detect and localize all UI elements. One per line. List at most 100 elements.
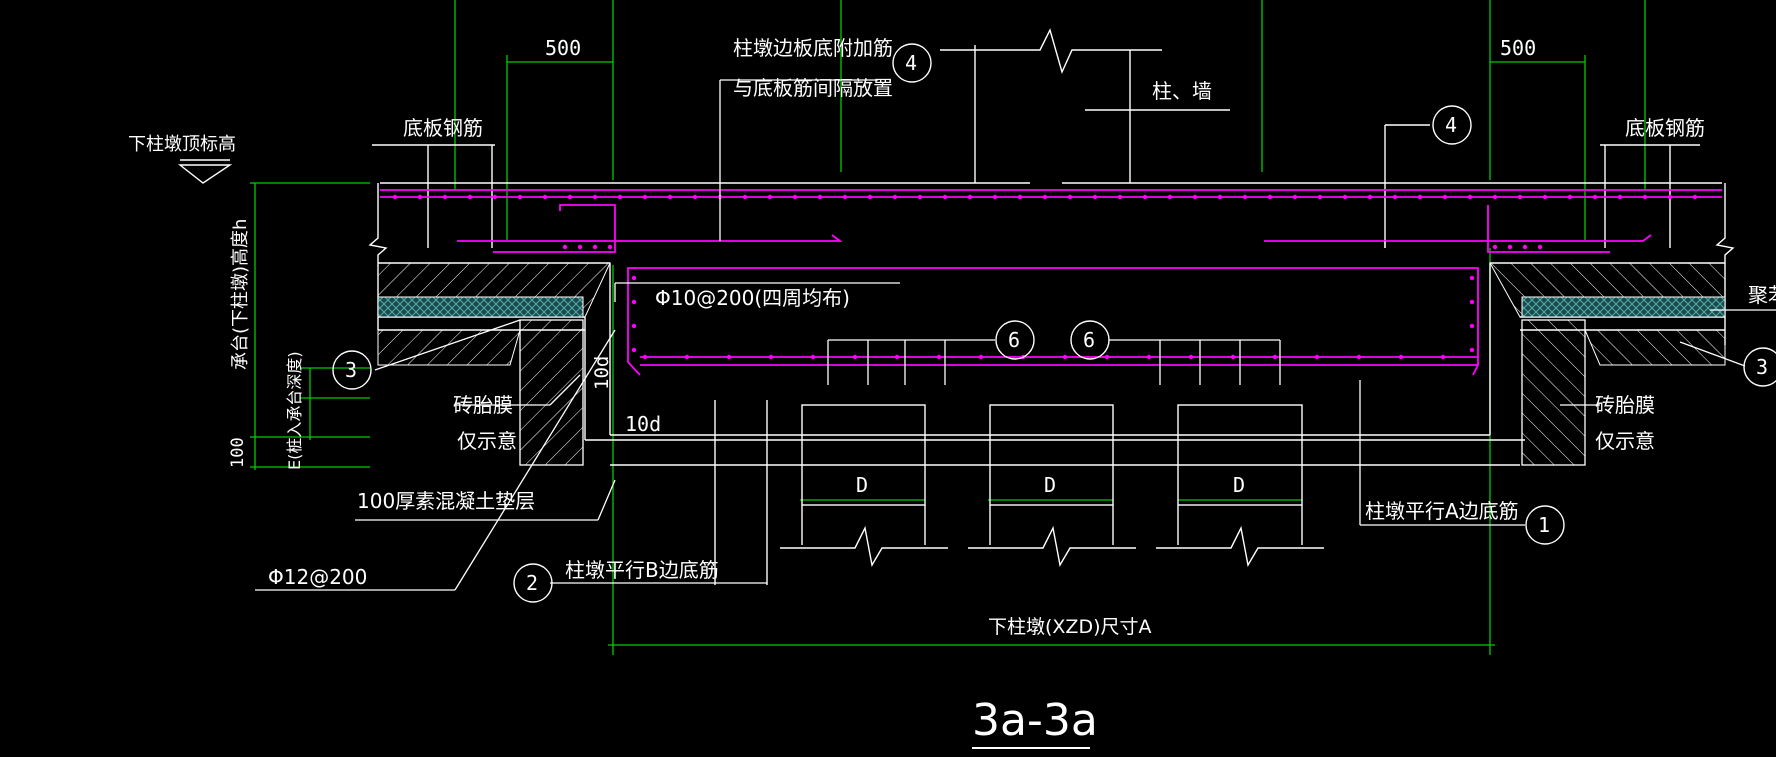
rebar-dot: [1217, 194, 1223, 200]
rebar-dot: [1367, 194, 1373, 200]
rebar-dot: [792, 194, 798, 200]
rebar-dot: [992, 194, 998, 200]
rebar-dot: [1242, 194, 1248, 200]
rebar-dot: [1272, 354, 1278, 360]
rebar-dot: [726, 354, 732, 360]
dim-100: 100: [228, 437, 248, 468]
rebar-dot: [1017, 194, 1023, 200]
callout-3-left: [332, 350, 372, 390]
label-pier-top-elev: 下柱墩顶标高: [128, 134, 236, 155]
label-phi12: Φ12@200: [268, 565, 367, 589]
rebar-dot: [684, 354, 690, 360]
label-brick-right-2: 仅示意: [1595, 429, 1655, 453]
callout-4-right: [1432, 105, 1472, 145]
label-cap-height: 承台(下柱墩)高度h: [230, 219, 251, 370]
rebar-dot: [1442, 194, 1448, 200]
rebar-dot: [692, 194, 698, 200]
label-e: E(桩入承台深度): [285, 351, 304, 470]
callout-6-left: [995, 320, 1035, 360]
label-cut-right: 聚苯: [1748, 283, 1776, 307]
rebar-dot: [467, 194, 473, 200]
label-brick-left-2: 仅示意: [457, 429, 517, 453]
rebar-dot: [1267, 194, 1273, 200]
rebar-dot: [631, 347, 637, 353]
rebar-dot: [1469, 275, 1475, 281]
callout-2: [513, 563, 553, 603]
rebar-dot: [417, 194, 423, 200]
rebar-dot: [1314, 354, 1320, 360]
pile-label-1: D: [856, 473, 868, 497]
label-slab-rebar-right: 底板钢筋: [1625, 116, 1705, 140]
rebar-dot: [1692, 194, 1698, 200]
rebar-dot: [1617, 194, 1623, 200]
rebar-dot: [1392, 194, 1398, 200]
label-brick-left-1: 砖胎膜: [453, 393, 513, 417]
rebar-dot: [810, 354, 816, 360]
label-top-add-rebar-2: 与底板筋间隔放置: [733, 76, 893, 100]
rebar-dot: [1469, 299, 1475, 305]
rebar-dot: [607, 244, 613, 250]
rebar-dot: [1062, 354, 1068, 360]
rebar-dot: [1417, 194, 1423, 200]
callout-3-right: [1743, 347, 1776, 387]
label-stirrup: Φ10@200(四周均布): [655, 286, 850, 310]
rebar-dot: [1356, 354, 1362, 360]
insulation-left: [377, 296, 584, 318]
rebar-dot: [767, 194, 773, 200]
rebar-dot: [1104, 354, 1110, 360]
dim-10d-vertical: 10d: [591, 356, 613, 390]
rebar-dot: [1042, 194, 1048, 200]
rebar-dot: [542, 194, 548, 200]
rebar-dot: [1317, 194, 1323, 200]
rebar-dot: [1342, 194, 1348, 200]
rebar-dot: [978, 354, 984, 360]
callout-6-left-number: 6: [1008, 328, 1020, 352]
dim-10d-horizontal: 10d: [625, 412, 661, 436]
callout-1: [1525, 505, 1565, 545]
pile-3: [1156, 404, 1324, 567]
rebar-dot: [1292, 194, 1298, 200]
rebar-dot: [1492, 194, 1498, 200]
rebar-dot: [1642, 194, 1648, 200]
rebar-dot: [1188, 354, 1194, 360]
pile-1: [780, 404, 948, 567]
rebar-dot: [1398, 354, 1404, 360]
dim-bottom-span: 下柱墩(XZD)尺寸A: [988, 616, 1152, 638]
dimension-lines: [250, 0, 1646, 655]
callout-6-right-number: 6: [1083, 328, 1095, 352]
rebar-dot: [631, 299, 637, 305]
rebar-dot: [1542, 194, 1548, 200]
label-slab-rebar-left: 底板钢筋: [403, 116, 483, 140]
rebar-dot: [1492, 244, 1498, 250]
rebar-dot: [442, 194, 448, 200]
label-a-side-bar: 柱墩平行A边底筋: [1365, 499, 1519, 523]
pile-label-3: D: [1233, 473, 1245, 497]
callout-4-top-number: 4: [905, 51, 917, 75]
rebar-dot: [392, 194, 398, 200]
rebar-dot: [1117, 194, 1123, 200]
rebar-dot: [936, 354, 942, 360]
pile-2: [968, 404, 1136, 567]
rebar-dot: [1142, 194, 1148, 200]
rebar-dot: [577, 244, 583, 250]
label-brick-right-1: 砖胎膜: [1595, 393, 1655, 417]
rebar-dot: [1067, 194, 1073, 200]
callout-4-right-number: 4: [1445, 113, 1457, 137]
rebar-dot: [631, 275, 637, 281]
dim-500-right: 500: [1500, 36, 1536, 60]
callout-1-number: 1: [1538, 513, 1550, 537]
section-title: 3a-3a: [972, 695, 1098, 746]
rebar-dot: [517, 194, 523, 200]
rebar-dot: [1567, 194, 1573, 200]
rebar-dot: [894, 354, 900, 360]
rebar-dot: [492, 194, 498, 200]
rebar-dot: [768, 354, 774, 360]
rebar-dot: [852, 354, 858, 360]
rebar-dot: [742, 194, 748, 200]
rebar-dot: [1092, 194, 1098, 200]
rebar-dot: [592, 194, 598, 200]
rebar-dot: [1230, 354, 1236, 360]
callout-6-right: [1070, 320, 1110, 360]
rebar-dot: [1167, 194, 1173, 200]
